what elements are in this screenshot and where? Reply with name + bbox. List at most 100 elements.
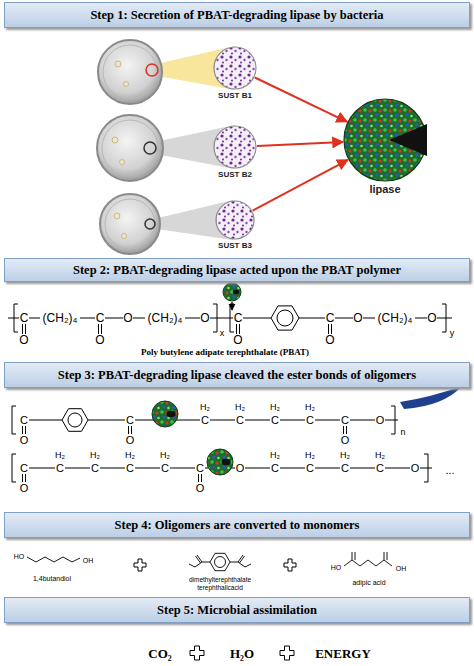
benzene-ring: [277, 310, 293, 326]
atom-symbol: O: [233, 334, 242, 346]
atom-symbol: O: [427, 312, 436, 324]
atom-symbol: C: [56, 463, 64, 474]
plus-symbol: [284, 559, 296, 571]
colony: [120, 160, 125, 165]
continuation-mark: ...: [445, 465, 454, 476]
colony: [122, 234, 127, 239]
strain-label: SUST B2: [211, 170, 259, 179]
benzene-ring: [215, 557, 226, 568]
atom-symbol: O: [196, 483, 205, 494]
atom-symbol: H₂: [375, 451, 385, 460]
monomer-name: 1,4butandiol: [33, 575, 71, 582]
atom-symbol: C: [196, 463, 204, 474]
zone-marker: [146, 64, 158, 76]
secretion-arrow: [255, 78, 347, 122]
atom-symbol: C: [234, 312, 243, 324]
atom-symbol: O: [341, 435, 350, 446]
atom-symbol: H₂: [200, 403, 210, 412]
chain-group: (CH₂)₄: [148, 312, 183, 324]
colony: [112, 137, 118, 143]
bond: [415, 318, 427, 319]
micrograph-circle: [214, 126, 256, 168]
atom-symbol: O: [353, 312, 362, 324]
colony: [114, 213, 120, 219]
bracket: [391, 406, 395, 434]
atom-symbol: C: [96, 312, 105, 324]
lipase-enzyme: [223, 283, 241, 301]
step-heading: Step 4: Oligomers are converted to monom…: [115, 518, 360, 533]
dish-rim: [105, 199, 155, 249]
bond: [29, 420, 62, 421]
atom-symbol: O: [126, 435, 135, 446]
monomer-structures: [27, 552, 392, 571]
step-heading: Step 2: PBAT-degrading lipase acted upon…: [73, 263, 401, 278]
atom-symbol: O: [200, 312, 209, 324]
strain-label: SUST B1: [211, 91, 259, 100]
atom-symbol: H₂: [125, 451, 135, 460]
atom-symbol: H₂: [90, 451, 100, 460]
atom-symbol: H₂: [55, 451, 65, 460]
atom-symbol: C: [20, 463, 28, 474]
atom-symbol: O: [236, 463, 245, 474]
atom-symbol: C: [20, 312, 29, 324]
enzyme-sphere: [343, 98, 427, 182]
product-label: CO₂: [148, 647, 171, 660]
atom-symbol: O: [95, 334, 104, 346]
atom-symbol: H₂: [270, 403, 280, 412]
ester-group: [230, 555, 251, 567]
atom-symbol: OH: [83, 557, 94, 564]
bond: [8, 318, 19, 319]
decor-swoosh: [400, 386, 462, 409]
active-site: [167, 411, 176, 417]
atom-symbol: C: [91, 463, 99, 474]
double-bond: [23, 426, 347, 434]
benzene-ring: [68, 413, 82, 427]
bond: [80, 318, 95, 319]
product-label: ENERGY: [315, 647, 371, 660]
strain-label: SUST B3: [213, 241, 257, 250]
atom-symbol: O: [20, 435, 29, 446]
step-band: Step 4: Oligomers are converted to monom…: [4, 512, 470, 538]
bracket: [424, 454, 428, 482]
step-band: Step 3: PBAT-degrading lipase cleaved th…: [4, 362, 470, 388]
plus-symbol: [190, 646, 204, 660]
double-bond: [23, 474, 202, 482]
atom-symbol: H₂: [270, 451, 280, 460]
petri-dishes: [97, 40, 163, 254]
micrograph-circle: [213, 200, 257, 240]
atom-symbol: O: [123, 312, 132, 324]
colony: [115, 61, 121, 67]
atom-symbol: C: [271, 415, 279, 426]
polymer-name: Poly butylene adipate terephthalate (PBA…: [141, 348, 309, 357]
zone-marker: [144, 142, 156, 154]
bond: [243, 318, 271, 319]
atom-symbol: C: [376, 463, 384, 474]
benzene-ring: [210, 553, 230, 570]
monomer-name: adipic acid: [352, 579, 385, 586]
atom-symbol: O: [325, 334, 334, 346]
atom-symbol: OH: [396, 565, 407, 572]
atom-symbol: O: [20, 483, 29, 494]
bracket: [12, 454, 16, 482]
micrograph-circle: [216, 201, 254, 239]
plus-symbol: [280, 646, 294, 660]
micrograph: SUST B1: [211, 46, 259, 100]
dish-rim: [102, 120, 158, 176]
bond: [88, 420, 125, 421]
action-arrow: [231, 302, 232, 310]
benzene-ring: [271, 306, 299, 330]
bond: [437, 318, 452, 319]
zone-marker: [145, 219, 155, 229]
lipase-enzyme: [152, 401, 178, 427]
secretion-arrow: [253, 160, 348, 211]
monomer-name: dimethylterephthalate: [189, 577, 251, 584]
repeat-index: x: [220, 329, 225, 338]
step-band: Step 5: Microbial assimilation: [4, 597, 470, 623]
lipase-enzyme: [207, 449, 233, 475]
step-heading: Step 5: Microbial assimilation: [157, 603, 317, 618]
benzene-ring: [62, 409, 88, 432]
bracket: [12, 406, 16, 434]
active-site: [233, 290, 239, 295]
